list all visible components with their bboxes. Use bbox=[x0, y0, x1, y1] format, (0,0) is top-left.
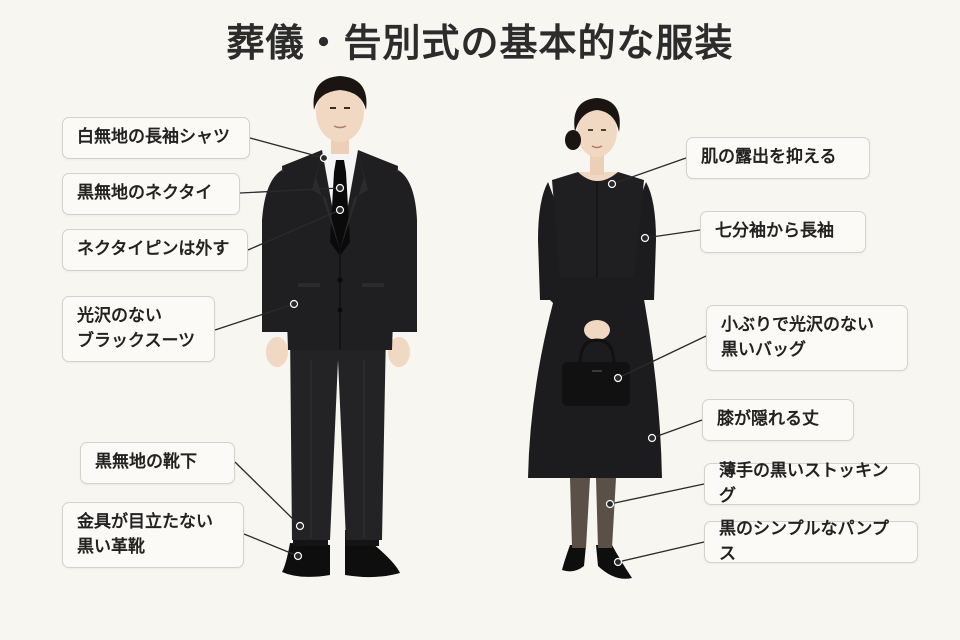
leader-f5 bbox=[609, 483, 705, 505]
leader-m4 bbox=[214, 303, 295, 331]
male-hair bbox=[313, 76, 367, 110]
male-figure bbox=[262, 76, 417, 578]
label-black-bag: 小ぶりで光沢のない 黒いバッグ bbox=[706, 305, 908, 371]
leader-f6 bbox=[617, 541, 705, 563]
leader-m5 bbox=[234, 461, 301, 527]
label-remove-tie-pin: ネクタイピンは外す bbox=[62, 229, 248, 271]
label-black-socks: 黒無地の靴下 bbox=[80, 442, 235, 484]
leader-f2 bbox=[644, 229, 701, 239]
leader-f3 bbox=[617, 335, 707, 379]
label-sleeve-length: 七分袖から長袖 bbox=[700, 211, 866, 253]
page-title: 葬儀・告別式の基本的な服装 bbox=[226, 21, 734, 65]
female-figure bbox=[528, 98, 662, 579]
leader-m1 bbox=[249, 137, 325, 159]
female-bag bbox=[562, 362, 630, 406]
male-right-shoe bbox=[345, 543, 400, 578]
male-left-shoe bbox=[282, 543, 330, 577]
female-legs bbox=[570, 478, 590, 548]
label-less-skin: 肌の露出を抑える bbox=[686, 137, 870, 179]
label-black-shoes: 金具が目立たない 黒い革靴 bbox=[62, 502, 244, 568]
female-left-pump bbox=[562, 545, 586, 572]
leader-m2 bbox=[239, 187, 341, 194]
label-black-suit: 光沢のない ブラックスーツ bbox=[62, 296, 215, 362]
leader-lines bbox=[214, 137, 707, 567]
label-black-tie: 黒無地のネクタイ bbox=[62, 173, 240, 215]
female-face bbox=[577, 107, 617, 157]
male-trousers bbox=[290, 330, 386, 540]
leader-f1 bbox=[611, 157, 687, 185]
leader-m3 bbox=[247, 209, 341, 251]
label-black-stockings: 薄手の黒いストッキング bbox=[704, 461, 920, 506]
female-bag-handle bbox=[578, 338, 616, 363]
male-face bbox=[316, 82, 364, 142]
leader-m6 bbox=[243, 533, 299, 557]
leader-f4 bbox=[651, 419, 703, 439]
label-knee-length: 膝が隠れる丈 bbox=[702, 399, 854, 441]
female-jacket bbox=[552, 172, 644, 278]
label-white-shirt: 白無地の長袖シャツ bbox=[62, 117, 250, 159]
label-black-pumps: 黒のシンプルなパンプス bbox=[704, 519, 918, 564]
female-hair bbox=[574, 98, 620, 132]
